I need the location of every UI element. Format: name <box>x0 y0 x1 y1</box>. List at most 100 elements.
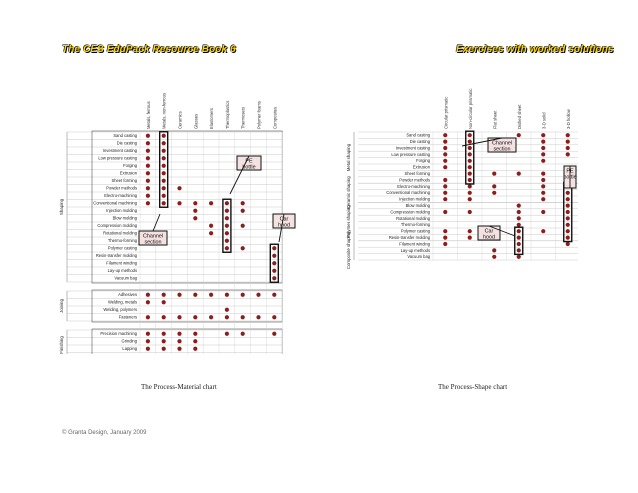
left-dot <box>240 315 245 320</box>
left-row-label: Sheet forming <box>112 178 138 183</box>
left-dot <box>161 193 166 198</box>
left-dot <box>161 186 166 191</box>
left-dot <box>161 156 166 161</box>
left-dot <box>177 292 182 297</box>
right-dot <box>467 145 472 151</box>
left-row-label: Forging <box>123 163 138 168</box>
right-highlight-channel <box>465 130 475 185</box>
left-dot <box>224 216 229 221</box>
left-column-header: Ceramics <box>178 111 183 129</box>
right-dot <box>443 158 448 163</box>
left-dot <box>193 201 198 206</box>
right-dot <box>565 133 570 138</box>
right-dot <box>565 241 570 247</box>
right-dot <box>516 235 521 240</box>
right-dot <box>516 209 521 215</box>
left-dot <box>161 171 166 176</box>
left-highlight-channel <box>158 131 169 208</box>
right-dot <box>443 235 448 240</box>
right-dot <box>443 241 448 247</box>
right-column-header: 3-D hollow <box>566 108 571 129</box>
left-dot <box>161 346 166 351</box>
right-group-label: Ceramic shaping <box>346 176 351 210</box>
left-dot <box>209 201 214 206</box>
right-dot <box>492 184 497 189</box>
left-dot <box>145 178 150 183</box>
left-dot <box>145 292 150 297</box>
left-dot <box>193 208 198 213</box>
svg-text:Channel: Channel <box>143 234 163 240</box>
left-dot <box>145 300 150 305</box>
svg-text:Car: Car <box>485 229 494 235</box>
left-dot <box>272 292 277 297</box>
right-dot <box>443 197 448 202</box>
right-dot <box>541 209 546 215</box>
right-row-label: Thermo-forming <box>401 222 431 227</box>
right-row-label: Electro-machining <box>397 184 430 189</box>
svg-text:hood: hood <box>278 223 290 229</box>
left-dot <box>145 193 150 198</box>
right-dot <box>516 216 521 221</box>
left-group-label: Joining <box>59 298 64 312</box>
left-row-label: Powder methods <box>106 186 137 191</box>
right-dot <box>443 145 448 151</box>
left-dot <box>145 346 150 351</box>
left-dot <box>161 339 166 344</box>
left-dot <box>240 292 245 297</box>
left-dot <box>161 201 166 206</box>
footer-copyright: © Granta Design, January 2009 <box>62 430 147 436</box>
left-dot <box>224 331 229 336</box>
right-row-label: Conventional machining <box>386 190 430 195</box>
left-dot <box>193 339 198 344</box>
right-highlight-car <box>514 226 524 256</box>
left-row-label: Lay-up methods <box>108 268 137 273</box>
right-dot <box>541 229 546 234</box>
right-dot <box>516 222 521 227</box>
left-dot <box>209 223 214 228</box>
right-dot <box>565 209 570 215</box>
right-dot <box>443 184 448 189</box>
right-dot <box>467 152 472 157</box>
left-column-header: Polymer foams <box>257 101 262 129</box>
right-row-label: Forging <box>416 158 431 163</box>
left-dot <box>145 156 150 161</box>
right-column-header: Circular prismatic <box>443 97 448 129</box>
right-column-header: Dished sheet <box>517 104 522 129</box>
right-dot <box>516 241 521 247</box>
left-dot <box>161 178 166 183</box>
right-row-label: Polymer casting <box>401 229 431 234</box>
left-dot <box>161 163 166 168</box>
left-dot <box>145 133 150 138</box>
left-dot <box>256 315 261 320</box>
svg-text:section: section <box>144 240 161 246</box>
left-row-label: Sand casting <box>113 133 137 138</box>
right-group-label: Composite shaping <box>346 231 351 269</box>
left-dot <box>209 231 214 236</box>
left-dot <box>177 346 182 351</box>
left-dot <box>145 186 150 191</box>
left-dot <box>193 315 198 320</box>
right-dot <box>516 254 521 259</box>
left-dot <box>240 201 245 206</box>
right-dot <box>467 133 472 138</box>
left-row-label: Welding, metals <box>108 300 137 305</box>
left-dot <box>177 186 182 191</box>
right-dot <box>443 139 448 144</box>
right-dot <box>467 190 472 195</box>
left-dot <box>224 238 229 243</box>
left-row-label: Filament winding <box>106 261 137 266</box>
left-row-label: Low pressure casting <box>98 156 137 161</box>
right-row-label: Low pressure casting <box>391 152 430 157</box>
left-dot <box>145 163 150 168</box>
right-dot <box>516 133 521 138</box>
right-dot <box>467 235 472 240</box>
right-dot <box>443 133 448 138</box>
left-row-label: Compression molding <box>97 223 137 228</box>
left-row-label: Vacuum bag <box>114 276 137 281</box>
left-dot <box>256 292 261 297</box>
left-dot <box>272 246 277 251</box>
left-row-label: Electro-machining <box>104 193 137 198</box>
